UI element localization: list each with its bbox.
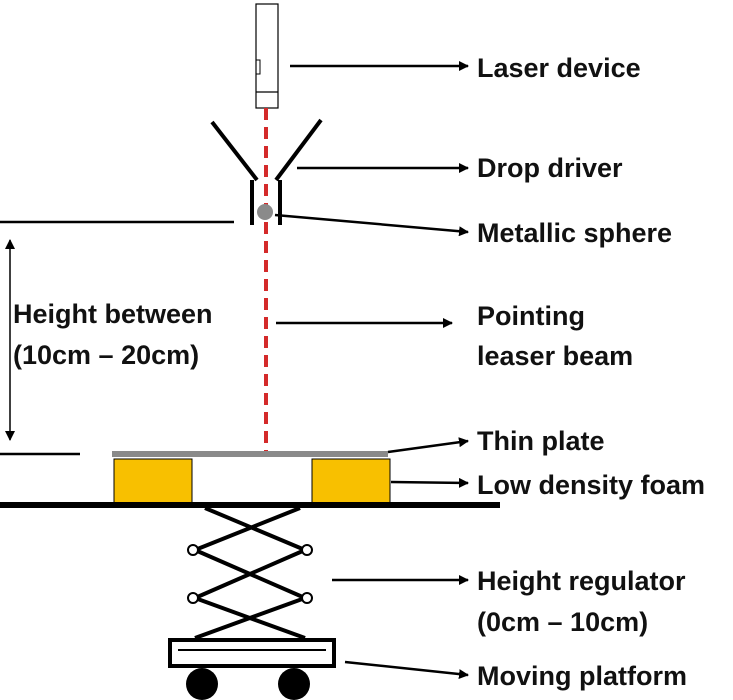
platform-wheel-right (278, 668, 310, 700)
label-thin-plate: Thin plate (477, 426, 605, 456)
label-moving-platform: Moving platform (477, 661, 687, 691)
laser-device (255, 3, 279, 109)
scissor-pivots (187, 544, 313, 604)
moving-platform (168, 638, 336, 700)
label-height-between-line1: Height between (13, 299, 213, 329)
metallic-sphere (257, 204, 273, 220)
thin-plate (112, 451, 388, 457)
label-arrows (274, 61, 469, 680)
label-height-regulator-line1: Height regulator (477, 566, 686, 596)
label-pointing-beam-line1: Pointing (477, 301, 585, 331)
label-drop-driver: Drop driver (477, 153, 623, 183)
drop-driver (210, 118, 323, 225)
foam-block-left (113, 458, 193, 504)
label-pointing-beam-line2: leaser beam (477, 341, 633, 371)
label-metallic-sphere: Metallic sphere (477, 218, 672, 248)
label-laser-device: Laser device (477, 53, 641, 83)
label-height-regulator-line2: (0cm – 10cm) (477, 607, 648, 637)
foam-block-right (311, 458, 391, 504)
label-height-between-line2: (10cm – 20cm) (13, 340, 199, 370)
label-low-density-foam: Low density foam (477, 470, 705, 500)
platform-wheel-left (186, 668, 218, 700)
height-regulator (194, 506, 306, 640)
height-between-indicator (0, 220, 234, 456)
